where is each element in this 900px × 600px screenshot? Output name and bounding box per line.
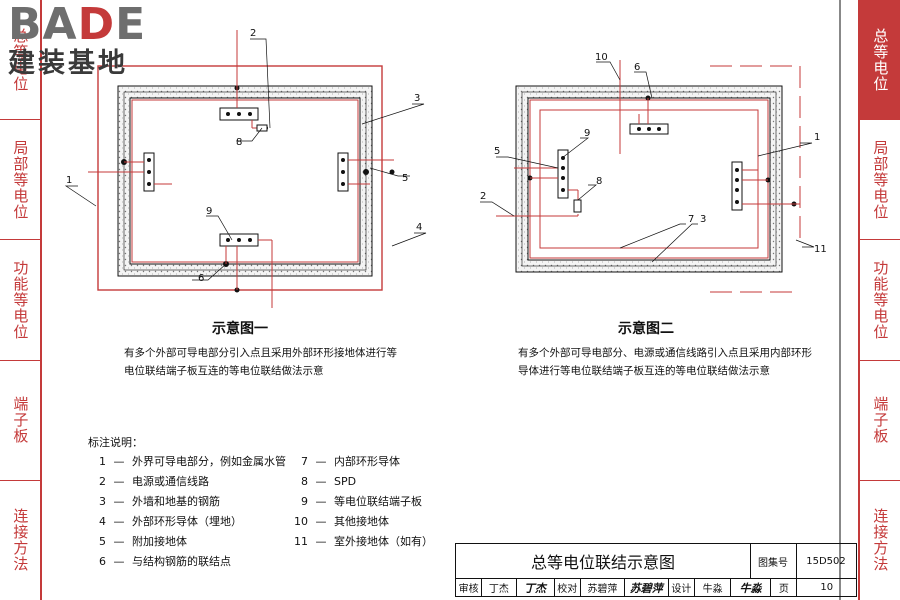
diagram2-caption: 示意图二: [618, 321, 674, 337]
legend-item: 9—等电位联结端子板: [301, 495, 422, 508]
diagram-canvas: 1 2 8 3 4 5 9 6: [64, 0, 841, 600]
legend-item: 5—附加接地体: [99, 535, 187, 548]
diagram1-description: 有多个外部可导电部分引入点且采用外部环形接地体进行等 电位联结端子板互连的等电位…: [124, 344, 397, 380]
legend-column-1: 1—外界可导电部分，例如金属水管 2—电源或通信线路 3—外墙和地基的钢筋 4—…: [80, 452, 286, 572]
diagram1-desc-line1: 有多个外部可导电部分引入点且采用外部环形接地体进行等: [124, 347, 397, 359]
diagram2-desc-line1: 有多个外部可导电部分、电源或通信线路引入点且采用内部环形: [518, 347, 812, 359]
legend-column-2: 7—内部环形导体 8—SPD 9—等电位联结端子板 10—其他接地体 11—室外…: [282, 452, 433, 552]
d1-inner-line: [123, 91, 367, 271]
legend-item: 1—外界可导电部分，例如金属水管: [99, 455, 286, 468]
diagram-1: 1 2 8 3 4 5 9 6: [64, 28, 427, 308]
d1-label-9: 9: [206, 206, 212, 217]
sidebar-left-tab-5[interactable]: 连接方法: [11, 508, 30, 573]
d1-label-5: 5: [402, 173, 408, 184]
sidebar-right-tab-3[interactable]: 功能等电位: [860, 240, 900, 361]
diagram2-description: 有多个外部可导电部分、电源或通信线路引入点且采用内部环形 导体进行等电位联结端子…: [518, 344, 812, 380]
d2-label-6: 6: [634, 62, 640, 73]
d2-internal-ring: [539, 109, 759, 249]
sidebar-right-tab-4[interactable]: 端子板: [860, 361, 900, 481]
d2-label-8: 8: [596, 176, 602, 187]
page-number: 10: [820, 582, 834, 593]
d1-label-4: 4: [416, 222, 422, 233]
d2-label-1: 1: [814, 132, 820, 143]
legend-item: 11—室外接地体（如有）: [294, 535, 433, 548]
sidebar-right-tab-5[interactable]: 连接方法: [871, 508, 890, 573]
d1-label-6: 6: [198, 273, 204, 284]
d2-label-2: 2: [480, 191, 486, 202]
sidebar-right-tab-2[interactable]: 局部等电位: [860, 120, 900, 241]
d2-terminal-left: [557, 149, 569, 199]
d2-spd: [573, 199, 582, 213]
atlas-number: 15D502: [796, 544, 856, 579]
d1-label-8: 8: [236, 137, 242, 148]
d2-terminal-right: [731, 161, 743, 211]
diagram2-desc-line2: 导体进行等电位联结端子板互连的等电位联结做法示意: [518, 365, 770, 377]
legend-item: 2—电源或通信线路: [99, 475, 209, 488]
reviewer-signature: 丁杰: [517, 578, 555, 597]
brand-logo: BADE 建装基地: [8, 2, 178, 92]
d1-label-3: 3: [414, 93, 420, 104]
reviewer-name: 丁杰: [482, 578, 517, 597]
d1-label-2: 2: [250, 28, 256, 39]
title-block: 总等电位联结示意图 图集号 15D502 审核 丁杰 丁杰 校对 苏碧萍 苏碧萍…: [455, 543, 857, 597]
d2-label-9: 9: [584, 128, 590, 139]
diagram1-caption: 示意图一: [212, 321, 268, 337]
designer-name: 牛淼: [695, 578, 732, 597]
check-label: 校对: [555, 578, 581, 597]
legend-item: 10—其他接地体: [294, 515, 389, 528]
logo-cn: 建装基地: [8, 48, 128, 79]
designer-signature: 牛淼: [731, 578, 772, 597]
d1-wall: [117, 85, 373, 277]
checker-signature: 苏碧萍: [625, 578, 669, 597]
sidebar-left-tab-1[interactable]: 总等电位: [0, 0, 40, 121]
legend-item: 7—内部环形导体: [301, 455, 400, 468]
d2-label-7: 7: [688, 214, 694, 225]
legend-item: 3—外墙和地基的钢筋: [99, 495, 220, 508]
sidebar-left-tab-4[interactable]: 端子板: [0, 361, 40, 481]
d2-label-5: 5: [494, 146, 500, 157]
sidebar-right-tab-1[interactable]: 总等电位: [860, 0, 900, 121]
page-label: 页: [771, 578, 798, 597]
d2-wall: [515, 85, 783, 273]
d2-label-11: 11: [814, 244, 827, 255]
d1-rebar-ring: [131, 99, 359, 263]
diagram-2: 10 6 9 5 2 8 7 3 1 11: [480, 52, 827, 293]
diagram1-desc-line2: 电位联结端子板互连的等电位联结做法示意: [124, 365, 324, 377]
left-sidebar: 总等电位 局部等电位 功能等电位 端子板 连接方法: [0, 0, 42, 600]
right-sidebar: 总等电位 局部等电位 功能等电位 端子板 连接方法: [858, 0, 900, 600]
logo-latin: BADE: [8, 0, 147, 50]
signature-row: 审核 丁杰 丁杰 校对 苏碧萍 苏碧萍 设计 牛淼 牛淼 页 10: [456, 578, 856, 597]
design-label: 设计: [669, 578, 696, 597]
legend-title: 标注说明：: [88, 436, 143, 449]
checker-name: 苏碧萍: [581, 578, 625, 597]
d2-inner-line: [521, 91, 777, 267]
legend-item: 6—与结构钢筋的联结点: [99, 555, 231, 568]
d2-label-3: 3: [700, 214, 706, 225]
sidebar-left-tab-2[interactable]: 局部等电位: [0, 120, 40, 241]
review-label: 审核: [456, 578, 483, 597]
d2-label-10: 10: [595, 52, 608, 63]
legend-item: 4—外部环形导体（埋地）: [99, 515, 242, 528]
d1-label-1: 1: [66, 175, 72, 186]
drawing-title: 总等电位联结示意图: [456, 544, 751, 579]
atlas-label: 图集号: [750, 544, 797, 579]
legend-item: 8—SPD: [301, 475, 357, 488]
sidebar-left-tab-3[interactable]: 功能等电位: [0, 240, 40, 361]
d1-outer-ring: [97, 65, 383, 291]
